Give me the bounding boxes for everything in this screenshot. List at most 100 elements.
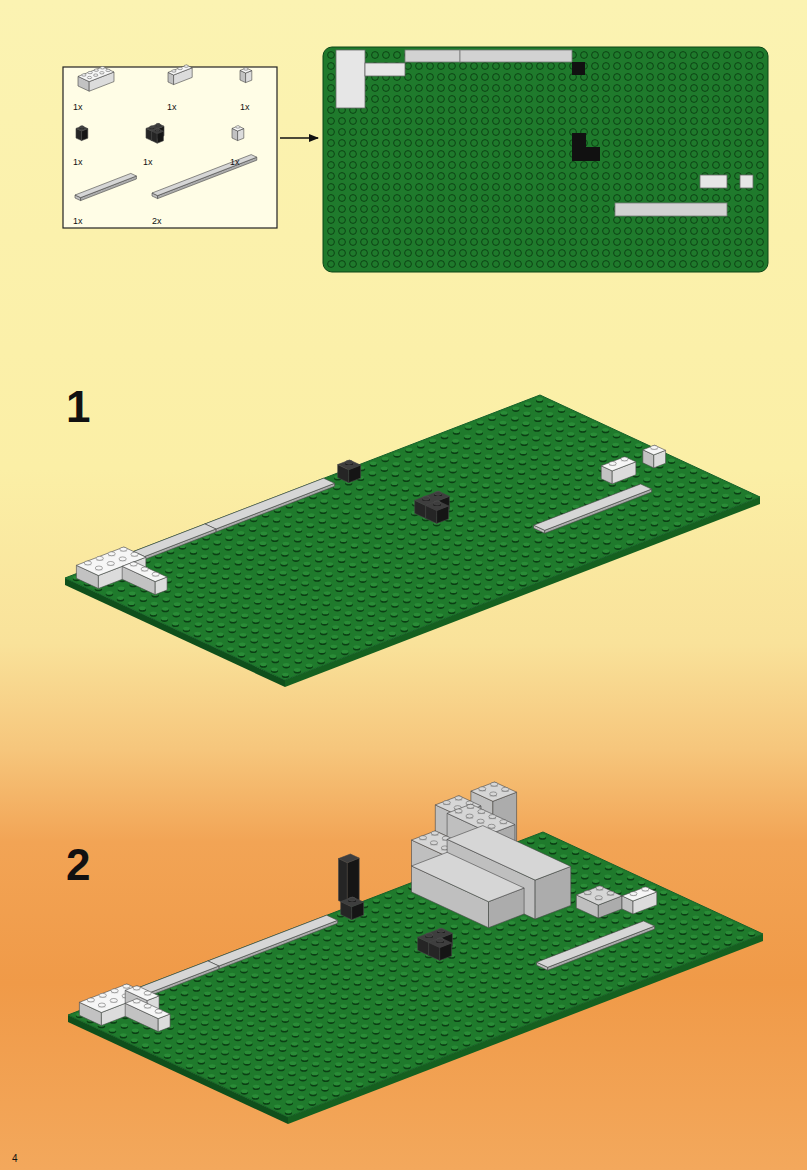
stud <box>337 577 344 581</box>
stud <box>258 561 265 565</box>
stud <box>324 591 331 595</box>
stud <box>225 545 232 549</box>
stud <box>453 560 460 564</box>
stud <box>390 491 397 495</box>
stud <box>355 505 362 509</box>
stud <box>275 619 282 623</box>
stud <box>489 537 496 541</box>
stud <box>319 518 326 522</box>
stud <box>365 519 372 523</box>
stud <box>403 477 410 481</box>
stud <box>400 506 407 510</box>
stud <box>344 500 351 504</box>
stud-top <box>94 74 98 76</box>
stud <box>533 557 540 561</box>
stud <box>532 567 539 571</box>
stud <box>222 574 229 578</box>
stud <box>271 668 278 672</box>
stud-top <box>87 76 91 78</box>
stud <box>401 496 408 500</box>
stud <box>154 563 161 567</box>
stud <box>274 639 281 643</box>
stud <box>241 623 248 627</box>
stud <box>272 527 279 531</box>
stud <box>579 558 586 562</box>
stud <box>198 593 205 597</box>
baseplate-top-view <box>323 47 768 272</box>
gray-tile <box>405 50 460 62</box>
stud <box>515 508 522 512</box>
stud <box>356 616 363 620</box>
stud <box>229 628 236 632</box>
stud <box>248 546 255 550</box>
stud <box>313 586 320 590</box>
stud <box>341 650 348 654</box>
stud <box>390 622 397 626</box>
stud <box>177 564 184 568</box>
stud <box>327 553 334 557</box>
stud <box>242 614 249 618</box>
stud <box>477 541 484 545</box>
stud <box>238 531 245 535</box>
stud <box>535 538 542 542</box>
stud <box>381 466 388 470</box>
stud-top <box>155 128 159 130</box>
stud <box>378 496 385 500</box>
stud <box>452 570 459 574</box>
stud <box>200 564 207 568</box>
stud <box>270 556 277 560</box>
stud <box>472 599 479 603</box>
stud <box>293 557 300 561</box>
stud <box>460 483 467 487</box>
stud-top <box>172 70 176 72</box>
stud <box>487 566 494 570</box>
stud <box>524 533 531 537</box>
stud <box>309 504 316 508</box>
stud <box>382 457 389 461</box>
stud <box>432 531 439 535</box>
stud <box>353 524 360 528</box>
stud <box>469 507 476 511</box>
stud <box>461 594 468 598</box>
stud <box>367 490 374 494</box>
stud <box>546 543 553 547</box>
stud-top <box>80 126 84 128</box>
stud <box>190 549 197 553</box>
stud <box>294 668 301 672</box>
stud <box>297 508 304 512</box>
stud <box>380 607 387 611</box>
stud <box>592 544 599 548</box>
stud <box>363 539 370 543</box>
stud <box>315 557 322 561</box>
stud <box>484 595 491 599</box>
stud <box>321 499 328 503</box>
stud <box>458 502 465 506</box>
stud <box>322 611 329 615</box>
stud <box>187 588 194 592</box>
stud <box>209 598 216 602</box>
stud <box>296 649 303 653</box>
stud <box>459 493 466 497</box>
stud <box>342 519 349 523</box>
stud <box>287 615 294 619</box>
stud <box>442 555 449 559</box>
stud <box>471 488 478 492</box>
stud <box>321 620 328 624</box>
stud <box>150 611 157 615</box>
stud <box>326 572 333 576</box>
stud <box>520 571 527 575</box>
stud <box>312 596 319 600</box>
stud <box>440 574 447 578</box>
white-arch <box>365 63 405 76</box>
stud <box>242 604 249 608</box>
stud <box>238 652 245 656</box>
stud <box>332 625 339 629</box>
stud <box>348 582 355 586</box>
stud <box>234 570 241 574</box>
stud <box>264 624 271 628</box>
stud <box>106 591 113 595</box>
stud-top <box>156 123 160 125</box>
stud <box>369 471 376 475</box>
stud <box>448 609 455 613</box>
